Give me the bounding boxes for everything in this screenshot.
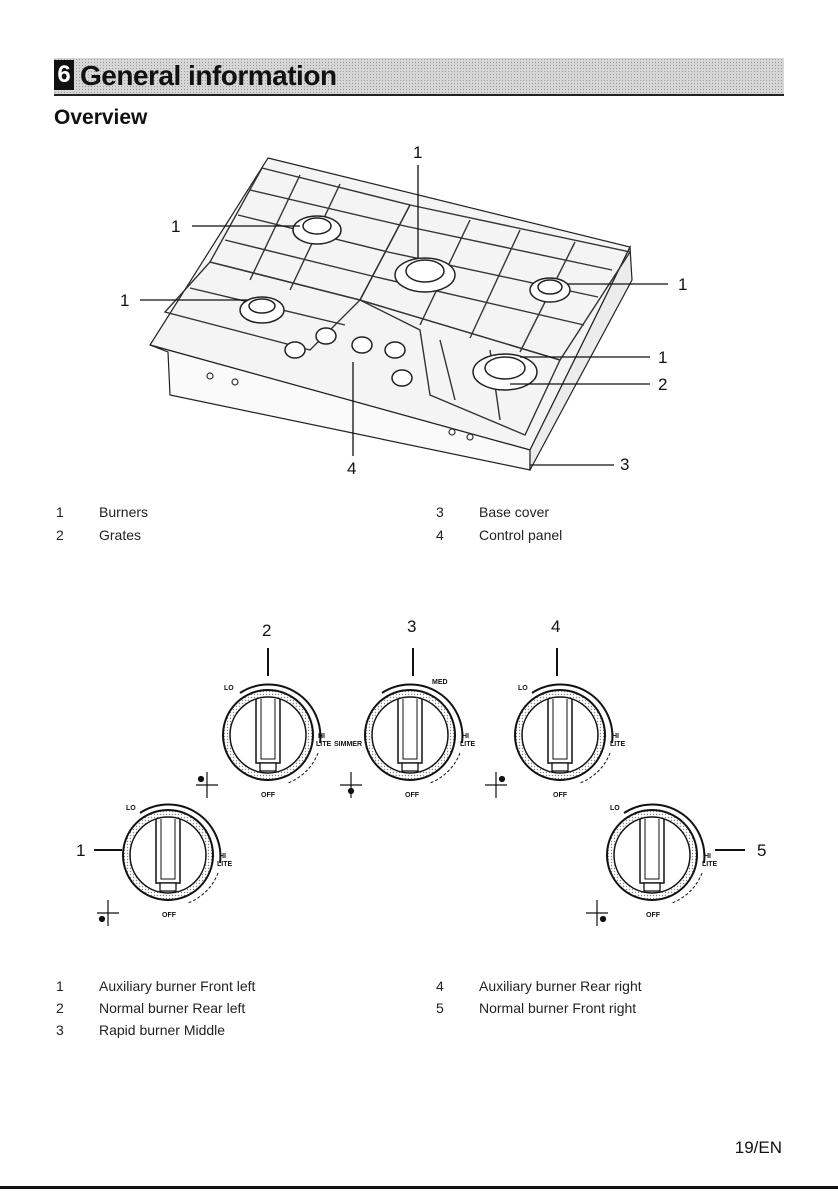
- mark-off: OFF: [405, 792, 420, 799]
- mark-med: MED: [432, 679, 448, 686]
- knob-callout-4: 4: [551, 617, 560, 636]
- legend-text: Auxiliary burner Front left: [99, 978, 256, 994]
- legend-number: 1: [56, 504, 64, 520]
- mark-lite: LITE: [460, 741, 475, 748]
- knob-front-right: [606, 803, 706, 904]
- section-title: General information: [80, 60, 337, 91]
- mark-lite: LITE: [702, 861, 717, 868]
- mark-off: OFF: [261, 792, 276, 799]
- legend-text: Grates: [99, 527, 142, 543]
- footer-rule: [0, 1186, 838, 1189]
- knob-rear-left: [222, 683, 322, 784]
- position-symbols: [97, 772, 608, 926]
- knob-callout-2: 2: [262, 621, 271, 640]
- page-number: 19/EN: [734, 1138, 782, 1157]
- control-knobs: [284, 327, 413, 387]
- leader-lines: [140, 165, 668, 466]
- cooktop-front-face: [149, 344, 531, 471]
- mark-hi: HI: [704, 853, 711, 860]
- knob-middle: [364, 683, 464, 784]
- mark-lite: LITE: [610, 741, 625, 748]
- mark-lo: LO: [610, 805, 620, 812]
- callout-burner-top: 1: [413, 143, 422, 162]
- section-banner: 6 General information: [54, 58, 784, 96]
- mark-lo: LO: [224, 685, 234, 692]
- callout-burner-front-left: 1: [120, 291, 129, 310]
- legend-number: 3: [56, 1022, 64, 1038]
- burners: [239, 215, 571, 391]
- mark-off: OFF: [646, 912, 661, 919]
- knob-callout-5: 5: [757, 841, 766, 860]
- legend-number: 2: [56, 527, 64, 543]
- legend-text: Burners: [99, 504, 149, 520]
- mark-off: OFF: [162, 912, 177, 919]
- mark-hi: HI: [612, 733, 619, 740]
- mark-off: OFF: [553, 792, 568, 799]
- legend-text: Base cover: [479, 504, 550, 520]
- mark-hi: HI: [462, 733, 469, 740]
- legend-text: Rapid burner Middle: [99, 1022, 226, 1038]
- legend-number: 3: [436, 504, 444, 520]
- callout-burner-rear-right: 1: [678, 275, 687, 294]
- legend-text: Auxiliary burner Rear right: [479, 978, 642, 994]
- knob-callout-1: 1: [76, 841, 85, 860]
- legend-number: 2: [56, 1000, 64, 1016]
- legend-number: 5: [436, 1000, 444, 1016]
- overview-heading: Overview: [54, 106, 148, 129]
- knob-rear-right: [514, 683, 614, 784]
- knob-front-left: [122, 803, 222, 904]
- knob-callout-3: 3: [407, 617, 416, 636]
- front-screws: [206, 372, 474, 441]
- callout-burner-front-right: 1: [658, 348, 667, 367]
- cooktop-illustration: 1 1 1 1 1 2 3 4: [120, 143, 687, 478]
- mark-hi: HI: [219, 853, 226, 860]
- legend-number: 1: [56, 978, 64, 994]
- legend-text: Normal burner Rear left: [99, 1000, 246, 1016]
- callout-base-cover: 3: [620, 455, 629, 474]
- mark-lite: LITE: [316, 741, 331, 748]
- mark-lite: LITE: [217, 861, 232, 868]
- section-number: 6: [54, 60, 74, 90]
- callout-grates: 2: [658, 375, 667, 394]
- mark-lo: LO: [126, 805, 136, 812]
- legend-text: Control panel: [479, 527, 563, 543]
- legend-number: 4: [436, 527, 444, 543]
- mark-hi: HI: [318, 733, 325, 740]
- legend-text: Normal burner Front right: [479, 1000, 637, 1016]
- callout-control-panel: 4: [347, 459, 356, 478]
- cooktop-side-face: [529, 244, 633, 471]
- mark-lo: LO: [518, 685, 528, 692]
- mark-simmer: SIMMER: [334, 741, 362, 748]
- callout-burner-rear-left: 1: [171, 217, 180, 236]
- legend-number: 4: [436, 978, 444, 994]
- knob-leader-lines: [94, 648, 745, 851]
